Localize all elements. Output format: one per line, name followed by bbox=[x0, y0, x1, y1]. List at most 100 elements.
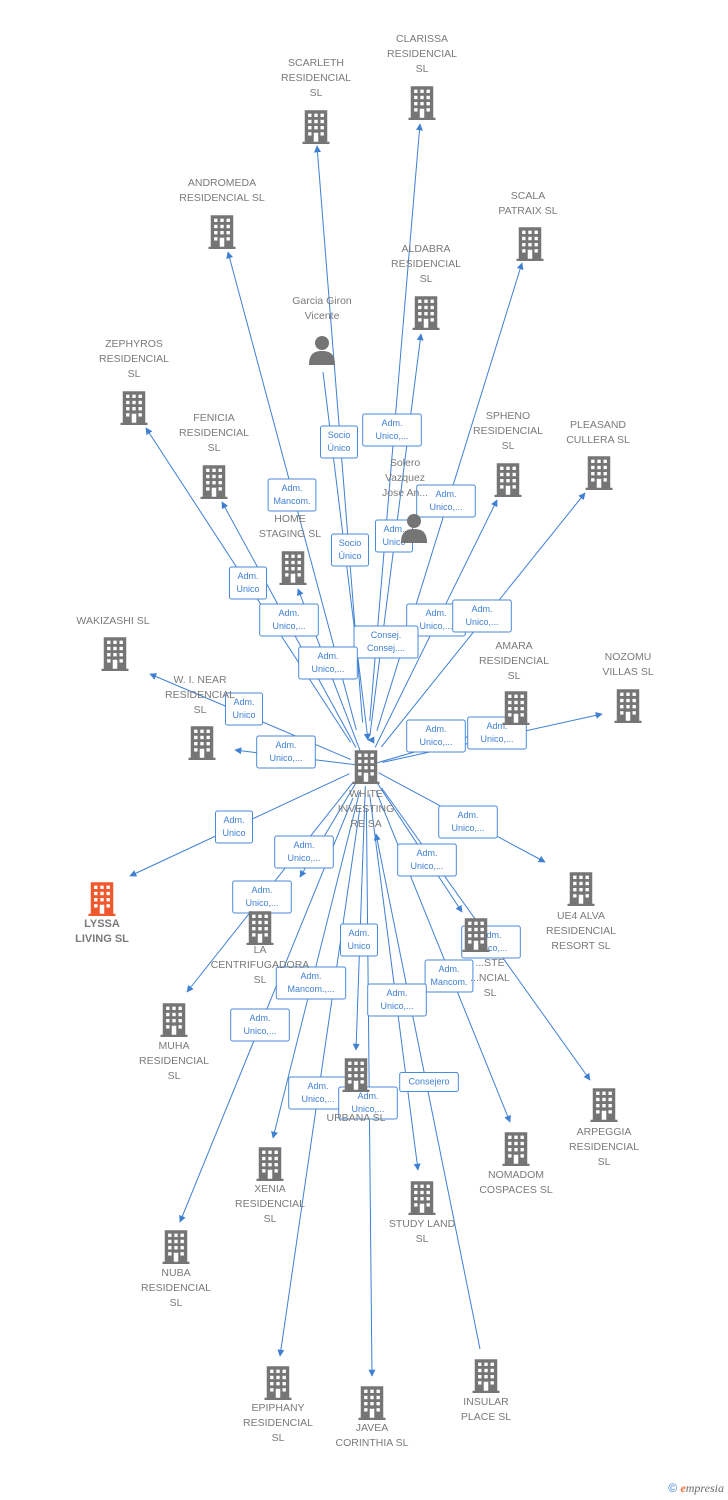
relation-box[interactable] bbox=[362, 413, 422, 447]
relation-box[interactable] bbox=[338, 1086, 398, 1120]
relation-box[interactable] bbox=[267, 478, 317, 512]
node-label-arpeggia: RESIDENCIAL bbox=[569, 1141, 639, 1153]
relation-label-centrifugadora[interactable]: Adm.Unico,... bbox=[274, 835, 334, 869]
relation-box[interactable] bbox=[320, 425, 358, 459]
relation-label-studyland[interactable]: Adm.Unico,... bbox=[367, 983, 427, 1017]
footer-brand[interactable]: © empresia bbox=[668, 1481, 724, 1496]
relation-label-javea[interactable]: Adm.Unico,... bbox=[338, 1086, 398, 1120]
relation-label-epiphany[interactable]: Adm.Unico,... bbox=[288, 1076, 348, 1110]
node-wakizashi[interactable]: WAKIZASHI SL bbox=[76, 615, 150, 671]
relation-text: Unico bbox=[347, 941, 370, 951]
relation-label-winear[interactable]: Adm.Unico,... bbox=[256, 735, 316, 769]
relation-text: Unico,... bbox=[351, 1104, 384, 1114]
relation-box[interactable] bbox=[274, 835, 334, 869]
relation-box[interactable] bbox=[259, 603, 319, 637]
relation-box[interactable] bbox=[399, 1072, 459, 1092]
relation-label-fenicia[interactable]: Adm.Unico,... bbox=[259, 603, 319, 637]
relation-label-celeste[interactable]: Adm.Unico,... bbox=[397, 843, 457, 877]
relation-box[interactable] bbox=[367, 983, 427, 1017]
node-label-andromeda: RESIDENCIAL SL bbox=[179, 192, 265, 204]
relation-box[interactable] bbox=[353, 625, 419, 659]
relation-label-nomadom[interactable]: Adm.Mancom. bbox=[424, 959, 474, 993]
relation-label-lyssa[interactable]: Adm.Unico bbox=[215, 810, 253, 844]
relation-box[interactable] bbox=[416, 484, 476, 518]
relation-box[interactable] bbox=[230, 1008, 290, 1042]
relation-label-solero[interactable]: Consej.Consej.... bbox=[353, 625, 419, 659]
node-label-celeste: ...STE bbox=[475, 957, 504, 969]
relation-text: Unico,... bbox=[419, 737, 452, 747]
relation-box[interactable] bbox=[256, 735, 316, 769]
relation-box[interactable] bbox=[229, 566, 267, 600]
relation-label-wakizashi[interactable]: Adm.Unico bbox=[225, 692, 263, 726]
brand-logo: empresia bbox=[680, 1481, 724, 1495]
relation-label-homestaging[interactable]: Adm.Unico,... bbox=[298, 646, 358, 680]
relation-box[interactable] bbox=[452, 599, 512, 633]
relation-text: Adm. bbox=[381, 418, 402, 428]
relation-box[interactable] bbox=[397, 843, 457, 877]
relation-box[interactable] bbox=[225, 692, 263, 726]
relation-box[interactable] bbox=[424, 959, 474, 993]
relation-box[interactable] bbox=[331, 533, 369, 567]
relation-label-zephyros[interactable]: Adm.Unico bbox=[229, 566, 267, 600]
relation-label-urbana[interactable]: Adm.Unico bbox=[340, 923, 378, 957]
relation-label-spheno[interactable]: Adm.Unico,... bbox=[406, 603, 466, 637]
relation-box[interactable] bbox=[275, 966, 347, 1000]
relation-label-andromeda[interactable]: Adm.Mancom. bbox=[267, 478, 317, 512]
node-label-ue4: RESORT SL bbox=[551, 940, 610, 952]
relation-label-xenia[interactable]: Adm.Mancom.,... bbox=[275, 966, 347, 1000]
relation-box[interactable] bbox=[298, 646, 358, 680]
relation-box[interactable] bbox=[215, 810, 253, 844]
node-urbana[interactable]: URBANA SL bbox=[327, 1058, 386, 1124]
relation-box[interactable] bbox=[406, 719, 466, 753]
relation-label-scala[interactable]: Adm.Unico,... bbox=[416, 484, 476, 518]
relation-text: Adm. bbox=[300, 971, 321, 981]
building-icon bbox=[614, 689, 642, 723]
relation-label-pleasand[interactable]: Adm.Unico,... bbox=[452, 599, 512, 633]
relation-label-nozomu[interactable]: Adm.Unico,... bbox=[467, 716, 527, 750]
relation-label-amara[interactable]: Adm.Unico,... bbox=[406, 719, 466, 753]
relation-label-nuba[interactable]: Adm.Unico,... bbox=[230, 1008, 290, 1042]
node-label-solero: Vazquez bbox=[385, 472, 425, 484]
relation-box[interactable] bbox=[467, 716, 527, 750]
relation-box[interactable] bbox=[438, 805, 498, 839]
node-label-epiphany: SL bbox=[272, 1432, 285, 1444]
relation-label-ue4[interactable]: Adm.Unico,... bbox=[438, 805, 498, 839]
relation-label-clarissa[interactable]: Adm.Unico,... bbox=[362, 413, 422, 447]
relation-box[interactable] bbox=[340, 923, 378, 957]
relation-label-insular[interactable]: Consejero bbox=[399, 1072, 459, 1092]
node-label-zephyros: RESIDENCIAL bbox=[99, 353, 169, 365]
relation-label-muha[interactable]: Adm.Unico,... bbox=[232, 880, 292, 914]
